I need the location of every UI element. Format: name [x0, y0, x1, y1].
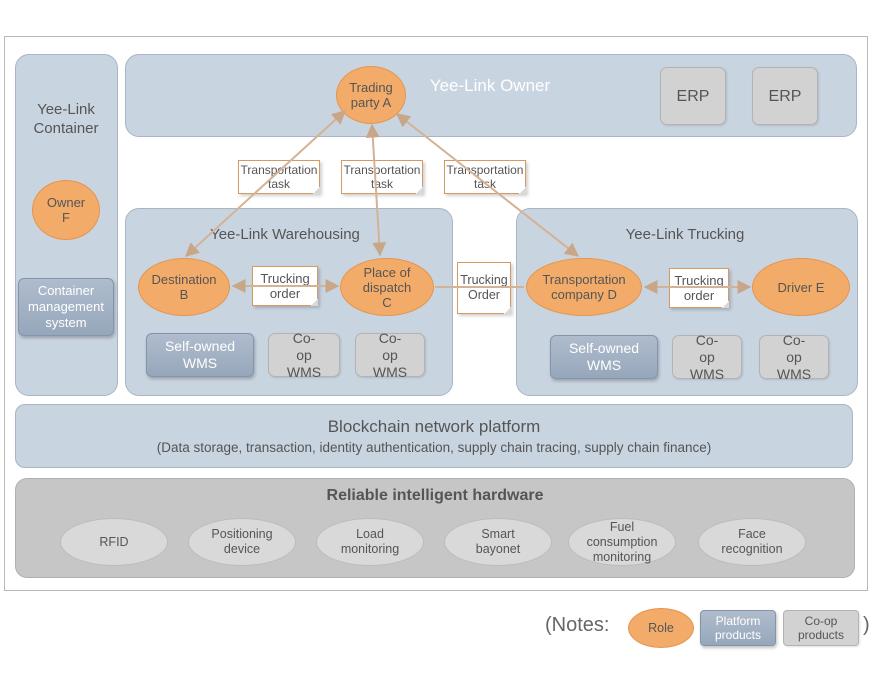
legend-role: Role — [628, 608, 694, 648]
role-owner-f[interactable]: Owner F — [32, 180, 100, 240]
erp-button-1[interactable]: ERP — [660, 67, 726, 125]
trucking-order-cross-label: Trucking Order — [460, 273, 508, 302]
coop-wms-warehousing-2[interactable]: Co-op WMS — [355, 330, 425, 380]
arrow-a-b — [184, 110, 347, 257]
hardware-item-positioning-device[interactable]: Positioning device — [188, 518, 296, 566]
blockchain-subtitle: (Data storage, transaction, identity aut… — [156, 440, 712, 455]
hardware-item-load-monitoring[interactable]: Load monitoring — [316, 518, 424, 566]
role-place-of-dispatch-c[interactable]: Place of dispatch C — [340, 258, 434, 316]
role-driver-e[interactable]: Driver E — [752, 258, 850, 316]
role-destination-b[interactable]: Destination B — [138, 258, 230, 316]
coop-wms-warehousing-1[interactable]: Co-op WMS — [268, 330, 340, 380]
legend-platform-products: Platform products — [700, 610, 776, 646]
owner-title: Yee-Link Owner — [429, 76, 551, 95]
notes-open: (Notes: — [545, 614, 610, 636]
blockchain-title: Blockchain network platform — [327, 417, 541, 436]
notes-close: ) — [863, 614, 870, 636]
trucking-title: Yee-Link Trucking — [625, 226, 745, 243]
hardware-item-smart-bayonet[interactable]: Smart bayonet — [444, 518, 552, 566]
hardware-title: Reliable intelligent hardware — [326, 487, 544, 504]
hardware-item-rfid[interactable]: RFID — [60, 518, 168, 566]
hardware-item-face-recognition[interactable]: Face recognition — [698, 518, 806, 566]
container-title: Yee-Link Container — [33, 101, 99, 137]
coop-wms-trucking-2[interactable]: Co-op WMS — [759, 332, 829, 382]
blockchain-panel — [15, 404, 853, 468]
coop-wms-trucking-1[interactable]: Co-op WMS — [672, 332, 742, 382]
role-trading-party-a[interactable]: Trading party A — [336, 66, 406, 124]
legend-coop-products: Co-op products — [783, 610, 859, 646]
arrow-a-d — [395, 113, 580, 257]
container-management-system[interactable]: Container management system — [18, 278, 114, 336]
self-owned-wms-trucking[interactable]: Self-owned WMS — [550, 335, 658, 379]
arrow-a-c — [365, 123, 387, 257]
hardware-item-fuel-consumption-monitoring[interactable]: Fuel consumption monitoring — [568, 518, 676, 566]
erp-button-2[interactable]: ERP — [752, 67, 818, 125]
self-owned-wms-warehousing[interactable]: Self-owned WMS — [146, 333, 254, 377]
role-transportation-company-d[interactable]: Transportation company D — [526, 258, 642, 316]
